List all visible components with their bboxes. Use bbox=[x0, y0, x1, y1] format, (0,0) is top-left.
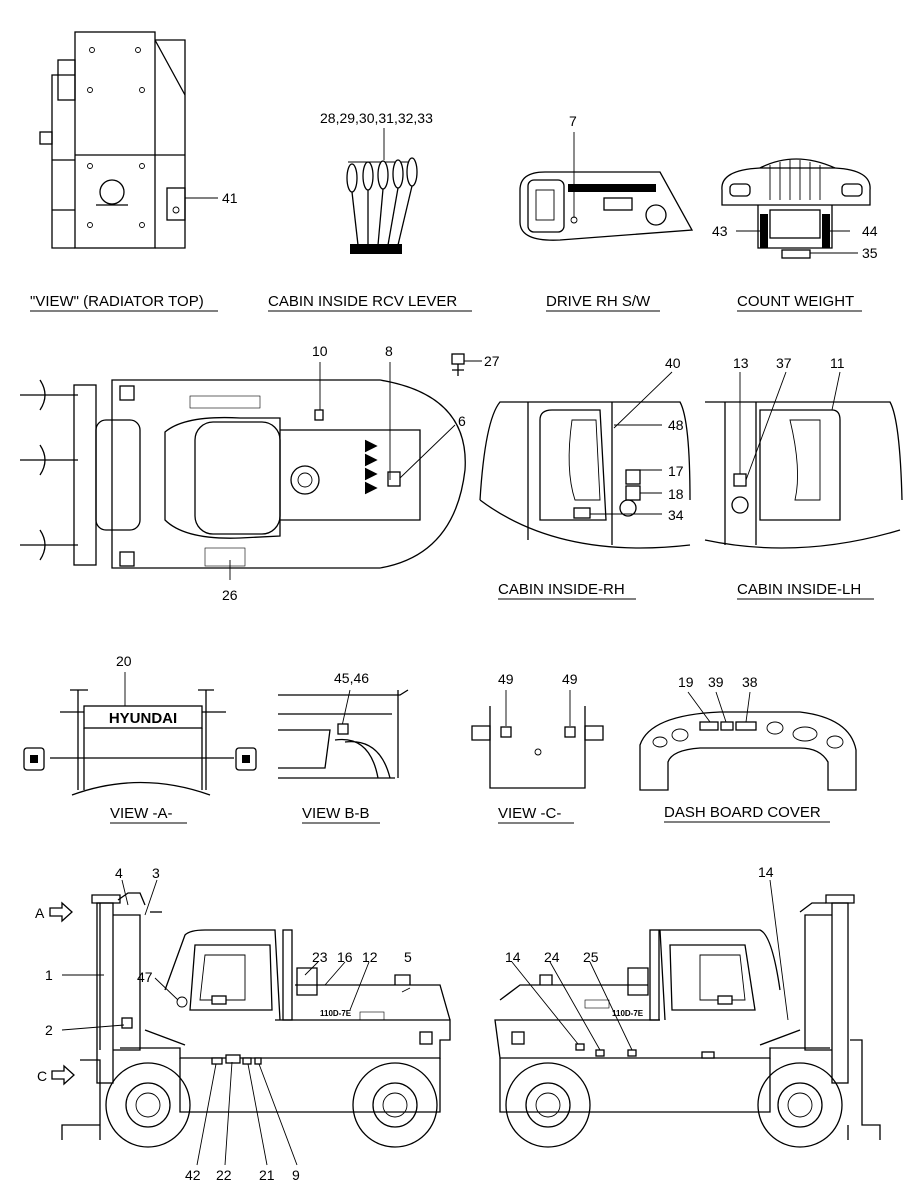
top-view-drawing bbox=[20, 362, 466, 580]
drive-rh-switch-drawing bbox=[519, 132, 694, 241]
callout-39: 39 bbox=[708, 674, 724, 690]
callout-14-right: 14 bbox=[758, 864, 774, 880]
rcv-lever-drawing bbox=[346, 128, 418, 254]
callout-47: 47 bbox=[137, 969, 153, 985]
callout-26: 26 bbox=[222, 587, 238, 603]
view-a-drawing bbox=[23, 672, 257, 796]
dash-board-cover-drawing bbox=[639, 691, 857, 791]
view-arrow-a-label: A bbox=[35, 905, 45, 921]
callout-25: 25 bbox=[583, 949, 599, 965]
cabin-inside-rh-drawing bbox=[479, 371, 691, 549]
callout-20: 20 bbox=[116, 653, 132, 669]
callout-45-46: 45,46 bbox=[334, 670, 369, 686]
view-arrow-a bbox=[49, 901, 73, 923]
callout-12: 12 bbox=[362, 949, 378, 965]
caption-count-weight: COUNT WEIGHT bbox=[737, 293, 854, 310]
callout-22: 22 bbox=[216, 1167, 232, 1183]
callout-7: 7 bbox=[569, 113, 577, 129]
callout-3: 3 bbox=[152, 865, 160, 881]
callout-4: 4 bbox=[115, 865, 123, 881]
callout-43: 43 bbox=[712, 223, 728, 239]
callout-5: 5 bbox=[404, 949, 412, 965]
callout-42: 42 bbox=[185, 1167, 201, 1183]
callout-38: 38 bbox=[742, 674, 758, 690]
callout-49-left: 49 bbox=[498, 671, 514, 687]
part-27-drawing bbox=[451, 353, 482, 376]
callout-18: 18 bbox=[668, 486, 684, 502]
callout-34: 34 bbox=[668, 507, 684, 523]
caption-drive-rh-sw: DRIVE RH S/W bbox=[546, 293, 651, 310]
model-decal-right: 110D-7E bbox=[612, 1009, 644, 1018]
callout-6: 6 bbox=[458, 413, 466, 429]
callout-10: 10 bbox=[312, 343, 328, 359]
callout-35: 35 bbox=[862, 245, 878, 261]
cabin-inside-lh-drawing bbox=[704, 371, 903, 549]
callout-48: 48 bbox=[668, 417, 684, 433]
callout-16: 16 bbox=[337, 949, 353, 965]
caption-cabin-inside-rh: CABIN INSIDE-RH bbox=[498, 581, 625, 598]
caption-cabin-inside-lh: CABIN INSIDE-LH bbox=[737, 581, 861, 598]
callout-14-left: 14 bbox=[505, 949, 521, 965]
callout-40: 40 bbox=[665, 355, 681, 371]
callout-8: 8 bbox=[385, 343, 393, 359]
callout-44: 44 bbox=[862, 223, 878, 239]
view-arrow-c bbox=[51, 1064, 75, 1086]
callout-19: 19 bbox=[678, 674, 694, 690]
caption-view-bb: VIEW B-B bbox=[302, 805, 370, 822]
callout-9: 9 bbox=[292, 1167, 300, 1183]
view-bb-drawing bbox=[278, 689, 409, 779]
callout-28-33: 28,29,30,31,32,33 bbox=[320, 110, 433, 126]
callout-17: 17 bbox=[668, 463, 684, 479]
caption-view-a: VIEW -A- bbox=[110, 805, 173, 822]
caption-view-c: VIEW -C- bbox=[498, 805, 561, 822]
view-arrow-c-label: C bbox=[37, 1068, 47, 1084]
callout-24: 24 bbox=[544, 949, 560, 965]
callout-11: 11 bbox=[830, 355, 845, 371]
callout-37: 37 bbox=[776, 355, 792, 371]
caption-rcv-lever: CABIN INSIDE RCV LEVER bbox=[268, 293, 457, 310]
callout-13: 13 bbox=[733, 355, 749, 371]
callout-27: 27 bbox=[484, 353, 500, 369]
model-decal-left: 110D-7E bbox=[320, 1009, 352, 1018]
right-side-view-drawing bbox=[494, 879, 881, 1148]
callout-1: 1 bbox=[45, 967, 53, 983]
callout-49-right: 49 bbox=[562, 671, 578, 687]
radiator-top-drawing bbox=[39, 31, 218, 249]
view-c-drawing bbox=[471, 690, 604, 789]
callout-23: 23 bbox=[312, 949, 328, 965]
left-side-view-drawing bbox=[61, 879, 451, 1166]
callout-41: 41 bbox=[222, 190, 238, 206]
count-weight-drawing bbox=[721, 158, 871, 259]
caption-radiator-top: "VIEW" (RADIATOR TOP) bbox=[30, 293, 204, 310]
hyundai-logo-decal: HYUNDAI bbox=[109, 710, 177, 727]
callout-2: 2 bbox=[45, 1022, 53, 1038]
caption-dash-board-cover: DASH BOARD COVER bbox=[664, 804, 821, 821]
callout-21: 21 bbox=[259, 1167, 275, 1183]
